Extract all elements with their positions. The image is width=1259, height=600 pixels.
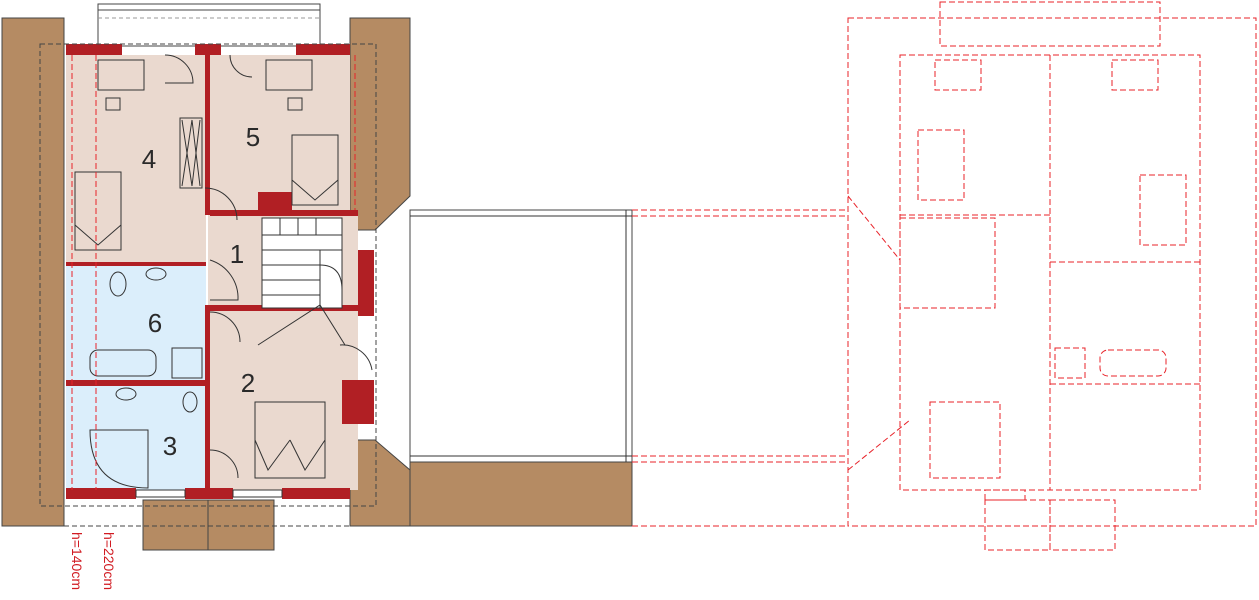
furniture bbox=[74, 54, 373, 498]
height-label-220: h=220cm bbox=[101, 532, 117, 590]
connector bbox=[409, 209, 633, 463]
height-label-140: h=140cm bbox=[69, 532, 85, 590]
room-3-floor bbox=[66, 384, 206, 490]
room-6-floor bbox=[66, 264, 206, 380]
connector-roof bbox=[409, 461, 633, 527]
room-4-floor bbox=[66, 55, 206, 262]
right-roof-slope-lower bbox=[349, 439, 411, 527]
bottom-block-right bbox=[207, 499, 275, 551]
room-number-5: 5 bbox=[246, 122, 260, 152]
outline-left-unit bbox=[39, 43, 377, 507]
left-roof-slope bbox=[1, 17, 65, 527]
room-number-3: 3 bbox=[163, 431, 177, 461]
walls bbox=[66, 44, 374, 499]
top-balcony bbox=[97, 3, 321, 47]
room-2-floor bbox=[208, 305, 358, 490]
room-number-2: 2 bbox=[241, 368, 255, 398]
room-number-6: 6 bbox=[148, 308, 162, 338]
room-number-4: 4 bbox=[142, 144, 156, 174]
right-roof-slope bbox=[349, 17, 411, 231]
bottom-block-left bbox=[142, 499, 209, 551]
mirrored-plan bbox=[632, 1, 1257, 551]
staircase bbox=[261, 217, 343, 309]
room-number-1: 1 bbox=[230, 239, 244, 269]
